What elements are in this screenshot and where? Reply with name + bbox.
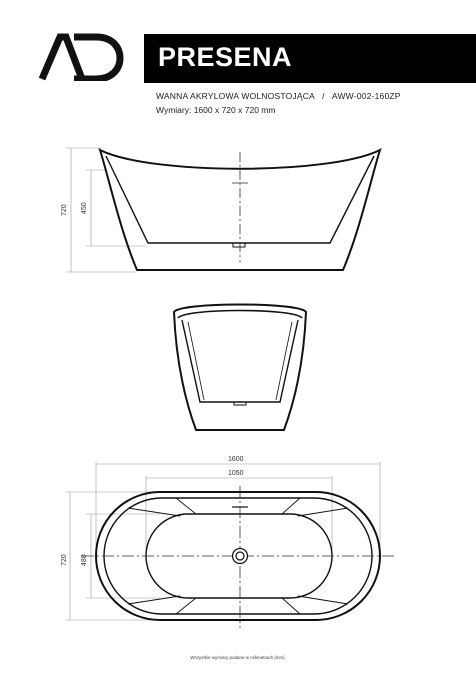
brand-logo (38, 33, 124, 81)
side-height-inner-label: 450 (81, 202, 88, 214)
product-type: WANNA AKRYLOWA WOLNOSTOJĄCA (156, 91, 315, 101)
end-view (172, 303, 308, 431)
top-view (65, 462, 394, 628)
subtitle-separator: / (322, 91, 325, 101)
top-length-inner-label: 1050 (228, 470, 244, 477)
top-length-total-label: 1600 (228, 456, 244, 463)
product-title: PRESENA (158, 42, 293, 72)
product-subtitle: WANNA AKRYLOWA WOLNOSTOJĄCA / AWW-002-16… (156, 91, 401, 101)
top-width-total-label: 720 (61, 554, 68, 566)
product-code: AWW-002-160ZP (331, 91, 401, 101)
title-bar: PRESENA (144, 34, 476, 83)
side-view (66, 147, 382, 273)
top-width-inner-label: 480 (81, 554, 88, 566)
side-height-total-label: 720 (61, 204, 68, 216)
product-dimensions: Wymiary: 1600 x 720 x 720 mm (156, 105, 276, 115)
footer-note: Wszystkie wymiary podane w milimetrach [… (190, 655, 286, 660)
